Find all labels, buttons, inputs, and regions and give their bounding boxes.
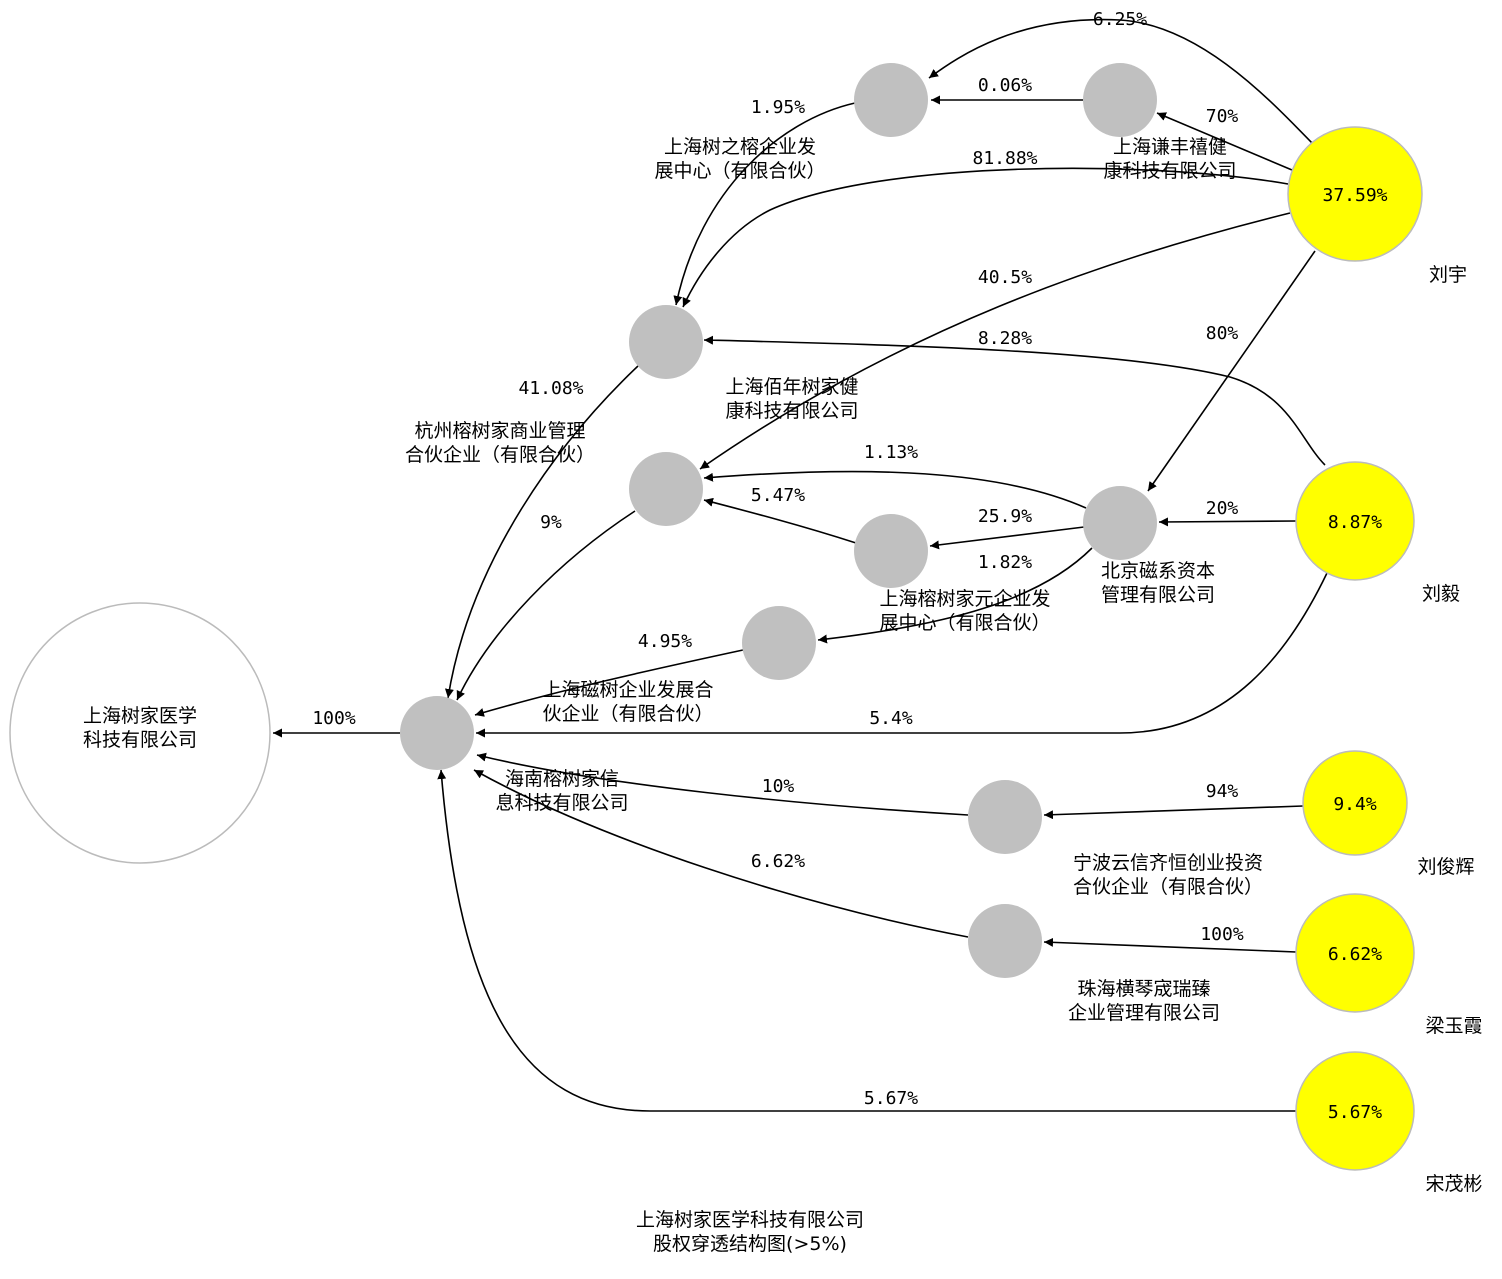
node-label-rongyuan: 展中心（有限合伙）	[879, 612, 1050, 634]
node-share-liujunhui: 9.4%	[1333, 794, 1377, 815]
edge-bainian-to-hainan	[456, 510, 636, 701]
node-label-ningbo: 合伙企业（有限合伙）	[1073, 876, 1263, 898]
node-label-hainan: 息科技有限公司	[495, 792, 628, 814]
node-label-hangzhou: 合伙企业（有限合伙）	[405, 444, 595, 466]
edge-label-liuyu-to-hangzhou: 81.88%	[972, 148, 1037, 169]
node-beijing	[1083, 486, 1157, 560]
node-share-liangyuxia: 6.62%	[1328, 944, 1382, 965]
node-label-songmaobin: 宋茂彬	[1425, 1173, 1482, 1195]
node-label-shuzhirong: 展中心（有限合伙）	[654, 160, 825, 182]
edge-hangzhou-to-hainan	[444, 365, 639, 699]
edge-liuyu-to-hangzhou	[682, 167, 1289, 308]
edge-rongyuan-to-bainian	[703, 497, 857, 544]
node-label-qianfeng: 康科技有限公司	[1103, 160, 1236, 182]
node-ningbo	[968, 780, 1042, 854]
edge-label-liuyu-to-shuzhirong: 6.25%	[1093, 9, 1147, 30]
edge-label-shuzhirong-to-hangzhou: 1.95%	[751, 97, 805, 118]
edge-beijing-to-rongyuan	[929, 526, 1085, 550]
edge-liujunhui-to-ningbo	[1043, 805, 1304, 820]
node-label-cishu: 上海磁树企业发展合	[542, 679, 713, 701]
node-qianfeng	[1083, 63, 1157, 137]
edge-label-beijing-to-cishu: 1.82%	[978, 552, 1032, 573]
node-cishu	[742, 606, 816, 680]
node-label-bainian: 康科技有限公司	[725, 400, 858, 422]
edge-label-zhuhai-to-hainan: 6.62%	[751, 851, 805, 872]
node-label-cishu: 伙企业（有限合伙）	[542, 703, 713, 725]
edge-label-qianfeng-to-shuzhirong: 0.06%	[978, 75, 1032, 96]
edge-liuyu-to-beijing	[1147, 250, 1316, 492]
nodes-layer	[9, 63, 1423, 1171]
edge-label-ningbo-to-hainan: 10%	[762, 776, 795, 797]
node-label-bainian: 上海佰年树家健	[725, 376, 858, 398]
edge-label-liuyi-to-hangzhou: 8.28%	[978, 328, 1032, 349]
node-label-beijing: 管理有限公司	[1101, 584, 1215, 606]
edge-label-liangyuxia-to-zhuhai: 100%	[1200, 924, 1244, 945]
node-label-rongyuan: 上海榕树家元企业发	[879, 588, 1050, 610]
diagram-title-line: 股权穿透结构图(>5%)	[653, 1233, 847, 1255]
node-label-liujunhui: 刘俊辉	[1417, 856, 1474, 878]
edge-label-hangzhou-to-hainan: 41.08%	[518, 378, 583, 399]
edge-label-liuyu-to-beijing: 80%	[1206, 323, 1239, 344]
edge-liuyu-to-bainian	[699, 212, 1291, 470]
edge-cishu-to-hainan	[474, 649, 744, 717]
node-label-target: 上海树家医学	[83, 705, 197, 727]
node-label-ningbo: 宁波云信齐恒创业投资	[1073, 852, 1263, 874]
node-liangyuxia	[1295, 893, 1415, 1013]
edge-liuyi-to-hainan	[476, 572, 1328, 738]
edge-songmaobin-to-hainan	[437, 769, 1296, 1112]
node-share-liuyu: 37.59%	[1322, 185, 1387, 206]
node-label-liangyuxia: 梁玉霞	[1425, 1015, 1482, 1037]
node-label-shuzhirong: 上海树之榕企业发	[664, 136, 816, 158]
edge-label-songmaobin-to-hainan: 5.67%	[864, 1088, 918, 1109]
edge-beijing-to-cishu	[817, 547, 1093, 644]
node-label-qianfeng: 上海谦丰禧健	[1113, 136, 1227, 158]
edge-label-hainan-to-target: 100%	[312, 708, 356, 729]
diagram-title-line: 上海树家医学科技有限公司	[636, 1209, 864, 1231]
node-label-liuyu: 刘宇	[1429, 264, 1467, 286]
node-hainan	[400, 696, 474, 770]
node-label-hangzhou: 杭州榕树家商业管理	[414, 420, 585, 442]
node-label-zhuhai: 珠海横琴宬瑞臻	[1077, 978, 1210, 1000]
node-label-liuyi: 刘毅	[1422, 583, 1460, 605]
edge-liuyi-to-beijing	[1158, 517, 1297, 527]
node-songmaobin	[1295, 1051, 1415, 1171]
node-liujunhui	[1302, 750, 1408, 856]
edge-label-bainian-to-hainan: 9%	[540, 512, 562, 533]
node-share-songmaobin: 5.67%	[1328, 1102, 1382, 1123]
node-share-liuyi: 8.87%	[1328, 512, 1382, 533]
edge-zhuhai-to-hainan	[473, 769, 969, 938]
edge-label-liuyi-to-hainan: 5.4%	[869, 708, 913, 729]
node-liuyu	[1287, 126, 1423, 262]
node-rongyuan	[854, 514, 928, 588]
edge-label-liuyu-to-bainian: 40.5%	[978, 267, 1032, 288]
node-label-hainan: 海南榕树家信	[505, 768, 619, 790]
edge-label-liujunhui-to-ningbo: 94%	[1206, 781, 1239, 802]
node-liuyi	[1295, 461, 1415, 581]
node-label-beijing: 北京磁系资本	[1101, 560, 1215, 582]
edge-shuzhirong-to-hangzhou	[673, 102, 856, 306]
edge-label-beijing-to-rongyuan: 25.9%	[978, 506, 1032, 527]
node-hangzhou	[629, 305, 703, 379]
edge-label-liuyu-to-qianfeng: 70%	[1206, 106, 1239, 127]
edge-beijing-to-bainian	[703, 470, 1087, 509]
node-target	[9, 602, 271, 864]
edge-liuyi-to-hangzhou	[703, 335, 1326, 466]
edge-liangyuxia-to-zhuhai	[1043, 937, 1297, 953]
edges-layer	[273, 18, 1328, 1112]
node-shuzhirong	[854, 63, 928, 137]
edge-label-liuyi-to-beijing: 20%	[1206, 498, 1239, 519]
edge-ningbo-to-hainan	[476, 752, 969, 816]
node-label-target: 科技有限公司	[83, 729, 197, 751]
edge-label-rongyuan-to-bainian: 5.47%	[751, 485, 805, 506]
node-label-zhuhai: 企业管理有限公司	[1068, 1002, 1220, 1024]
edge-label-beijing-to-bainian: 1.13%	[864, 442, 918, 463]
edge-liuyu-to-shuzhirong	[928, 18, 1313, 144]
node-zhuhai	[968, 904, 1042, 978]
edge-label-cishu-to-hainan: 4.95%	[638, 631, 692, 652]
node-bainian	[629, 452, 703, 526]
labels-layer: 100% 6.25% 0.06% 70% 1.95% 81.88% 40.5% 8.28% 80…	[83, 9, 1483, 1195]
edge-liuyu-to-qianfeng	[1156, 112, 1293, 171]
